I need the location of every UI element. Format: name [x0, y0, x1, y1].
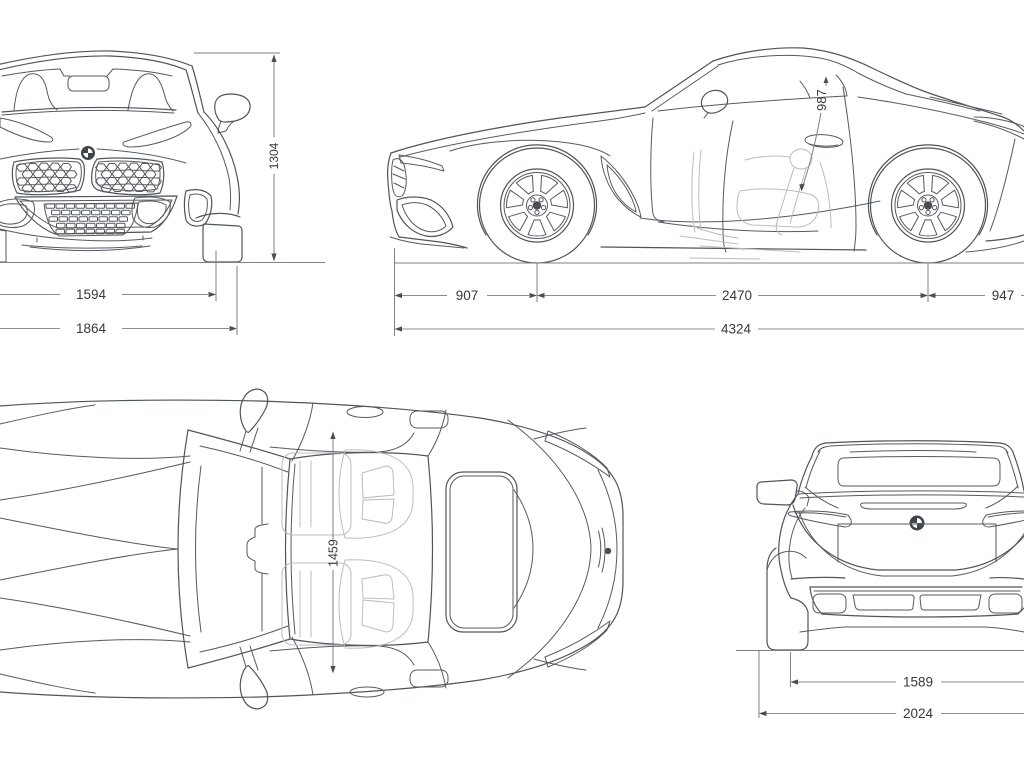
- svg-text:2470: 2470: [722, 288, 752, 303]
- svg-text:1864: 1864: [76, 321, 107, 336]
- svg-text:987: 987: [814, 89, 829, 111]
- svg-text:2024: 2024: [903, 706, 934, 721]
- svg-text:1459: 1459: [327, 539, 341, 567]
- svg-text:1594: 1594: [76, 287, 107, 302]
- svg-text:907: 907: [456, 288, 479, 303]
- svg-text:947: 947: [992, 288, 1015, 303]
- svg-text:1304: 1304: [267, 142, 281, 169]
- svg-text:1589: 1589: [903, 675, 933, 690]
- svg-text:4324: 4324: [721, 322, 752, 337]
